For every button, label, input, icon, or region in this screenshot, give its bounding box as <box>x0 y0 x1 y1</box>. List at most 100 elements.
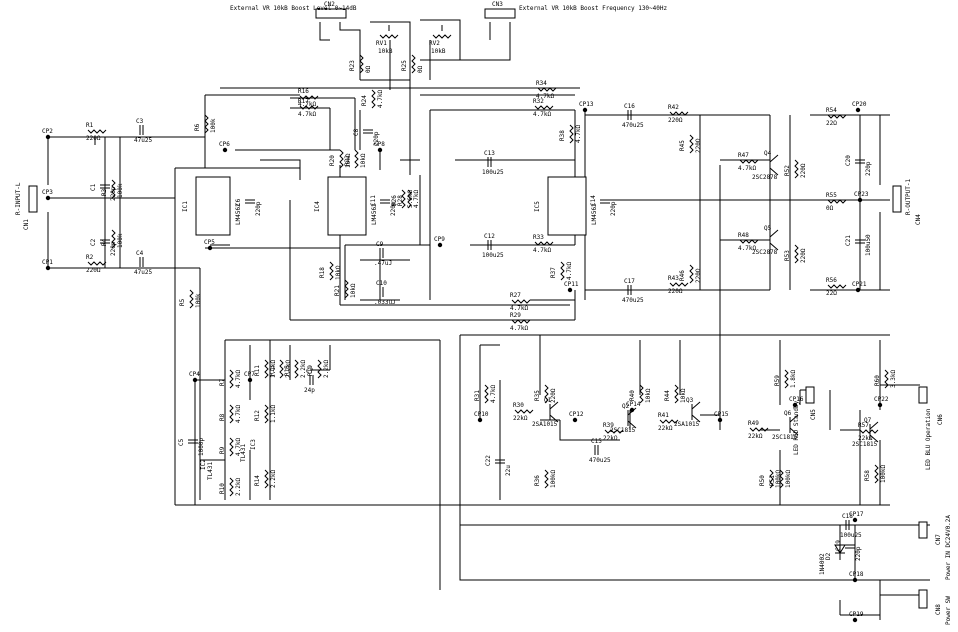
capacitor-value: 24p <box>304 387 315 394</box>
capacitor-ref: C10 <box>376 280 387 287</box>
testpoint-CP3: CP3 <box>42 189 53 201</box>
capacitor-value: 220p <box>373 131 380 146</box>
resistor-ref: R20 <box>329 155 336 166</box>
resistor-value: 4.7kΩ <box>533 111 551 118</box>
resistor-value: 10kΩ <box>360 153 367 168</box>
testpoint-label: CP3 <box>42 189 53 196</box>
testpoint-CP11: CP11 <box>564 281 579 293</box>
resistor-ref: R29 <box>510 312 521 319</box>
testpoint-label: CP8 <box>374 141 385 148</box>
capacitor-value: 220p <box>855 546 862 561</box>
testpoint-label: CP13 <box>579 101 594 108</box>
testpoint-CP2: CP2 <box>42 128 53 140</box>
resistor-value: 100kΩ <box>785 470 792 488</box>
resistor-ref: R45 <box>679 140 686 151</box>
resistor-ref: R11 <box>254 365 261 376</box>
capacitor-ref: C17 <box>624 278 635 285</box>
capacitor-ref: C1 <box>90 183 97 191</box>
resistor-ref: R42 <box>668 104 679 111</box>
resistor-value: 4.7kΩ <box>738 245 756 252</box>
resistor-ref: R6 <box>194 123 201 131</box>
resistor-value: 100k <box>195 293 202 308</box>
resistor-value: 0Ω <box>365 65 372 73</box>
resistor-value: 2.2kΩ <box>285 360 292 378</box>
transistor-ref: Q2 <box>622 403 630 410</box>
resistor-value: 4.7kΩ <box>510 305 528 312</box>
resistor-ref: R30 <box>513 402 524 409</box>
resistor-ref: R55 <box>826 192 837 199</box>
resistor-value: 1.1kΩ <box>270 405 277 423</box>
resistor-value: 22kΩ <box>748 433 763 440</box>
transistor-part: 2SC1815 <box>852 441 878 448</box>
ic-part: LM4562 <box>235 203 242 225</box>
ic-label: IC2 <box>200 459 207 470</box>
connector-CN1: R-INPUT-L CN1 <box>15 182 38 230</box>
resistor-value: 4.7kΩ <box>235 405 242 423</box>
testpoint-CP16: CP16 <box>789 396 804 408</box>
resistor-value: 220Ω <box>86 267 101 274</box>
resistor-R29: R29 4.7kΩ <box>510 312 531 332</box>
ic-label: IC3 <box>250 439 257 450</box>
connector-label: Power SW <box>945 596 952 625</box>
resistor-ref: R28 <box>397 195 404 206</box>
pot-value: 10kB <box>378 48 393 55</box>
resistor-value: 220Ω <box>668 117 683 124</box>
resistor-value: 4.7kΩ <box>298 101 316 108</box>
testpoint-CP15: CP15 <box>714 411 729 423</box>
connector-label: LED RED Standby <box>793 400 800 455</box>
resistor-value: 100k <box>117 183 124 198</box>
testpoint-label: CP21 <box>852 281 867 288</box>
resistor-value: 0Ω <box>417 65 424 73</box>
capacitor-ref: C18 <box>842 513 853 520</box>
capacitor-ref: C13 <box>484 150 495 157</box>
testpoint-label: CP2 <box>42 128 53 135</box>
ic-IC4: IC4 LM4562 <box>314 176 378 236</box>
resistor-value: 4.7kΩ <box>575 125 582 143</box>
testpoint-label: CP20 <box>852 101 867 108</box>
resistor-value: 4.7kΩ <box>298 111 316 118</box>
testpoint-label: CP14 <box>626 401 641 408</box>
resistor-value: 2.2kΩ <box>270 470 277 488</box>
testpoint-label: CP11 <box>564 281 579 288</box>
resistor-ref: R7 <box>219 378 226 386</box>
capacitor-value: 47u25 <box>134 137 152 144</box>
ic-part: LM4562 <box>591 203 598 225</box>
resistor-ref: R60 <box>874 375 881 386</box>
resistor-value: 1.8kΩ <box>790 370 797 388</box>
transistor-ref: Q6 <box>784 410 792 417</box>
resistor-value: 4.7kΩ <box>510 325 528 332</box>
testpoint-CP17: CP17 <box>849 511 864 523</box>
testpoint-CP9: CP9 <box>434 236 445 248</box>
capacitor-value: 100u25 <box>482 252 504 259</box>
connector-ref: CN1 <box>23 219 30 230</box>
resistor-value: 4.7kΩ <box>566 262 573 280</box>
testpoint-CP21: CP21 <box>852 281 867 293</box>
connector-CN8: CN8 Power SW <box>918 589 952 625</box>
resistor-ref: R10 <box>219 483 226 494</box>
resistor-value: 2.2kΩ <box>235 478 242 496</box>
resistor-ref: R15 <box>284 365 291 376</box>
testpoint-label: CP1 <box>42 259 53 266</box>
connector-CN4: R-OUTPUT-1 CN4 <box>892 178 922 225</box>
pot-ref: RV2 <box>429 40 440 47</box>
